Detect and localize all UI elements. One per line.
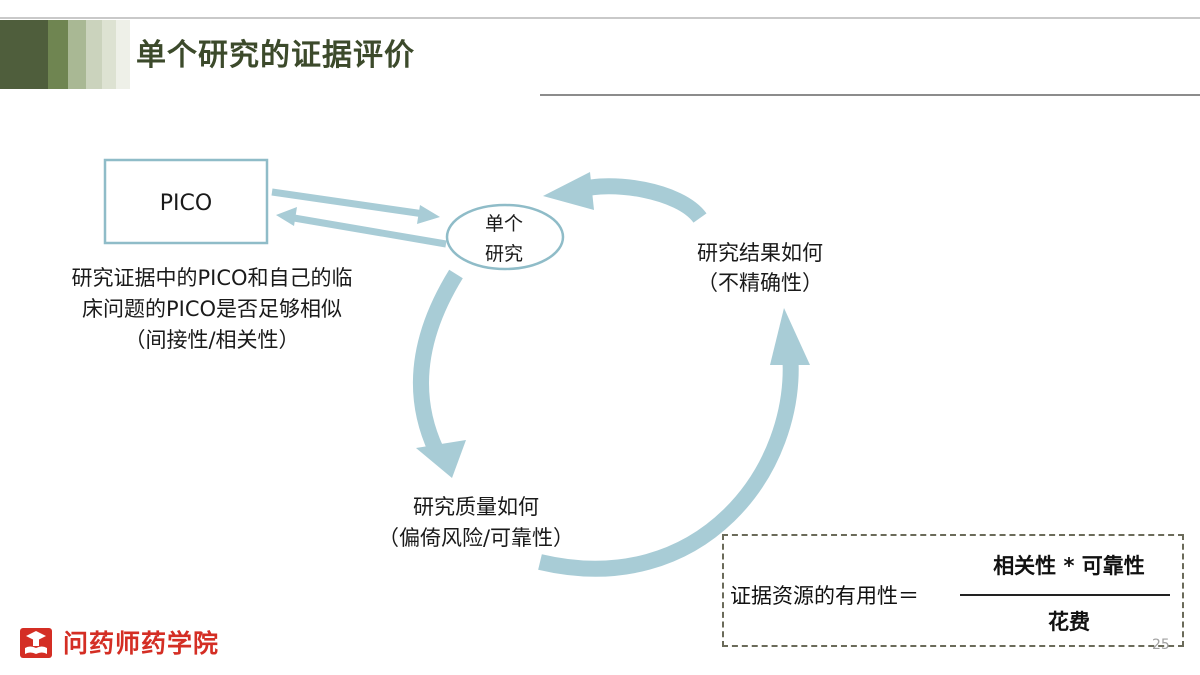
formula-fraction-bar <box>960 594 1170 596</box>
header-color-band <box>0 20 130 89</box>
quality-to-result-arrow <box>538 308 810 577</box>
pico-to-study-arrow <box>271 188 440 224</box>
result-to-study-arrow <box>543 172 707 224</box>
quality-label-line1: 研究质量如何 <box>413 495 539 519</box>
page-title: 单个研究的证据评价 <box>136 38 415 73</box>
quality-label-line2: （偏倚风险/可靠性） <box>378 526 574 550</box>
brand-logo-text: 问药师药学院 <box>63 629 220 658</box>
study-to-pico-arrow <box>276 207 447 248</box>
formula-denominator: 花费 <box>1048 610 1090 634</box>
pico-box <box>103 158 269 245</box>
result-label-line1: 研究结果如何 <box>697 241 823 265</box>
brand-logo: 问药师药学院 <box>17 624 219 660</box>
study-to-quality-arrow <box>413 269 466 478</box>
page-number: 25 <box>1152 637 1170 653</box>
single-study-node <box>445 203 565 271</box>
single-study-label-line1: 单个 <box>485 213 523 235</box>
pico-note-line3: （间接性/相关性） <box>124 328 299 352</box>
formula-left-text: 证据资源的有用性＝ <box>730 584 919 608</box>
header-underline <box>540 94 1200 96</box>
formula-numerator: 相关性 * 可靠性 <box>993 554 1145 578</box>
result-label-line2: （不精确性） <box>697 271 823 295</box>
pico-box-label: PICO <box>160 191 212 216</box>
pico-note-line1: 研究证据中的PICO和自己的临 <box>71 266 352 290</box>
usefulness-formula-box: 证据资源的有用性＝ 相关性 * 可靠性 花费 <box>722 534 1184 647</box>
header-top-line <box>0 17 1200 19</box>
academy-logo-icon <box>20 628 52 658</box>
single-study-label-line2: 研究 <box>485 243 523 265</box>
pico-note-line2: 床问题的PICO是否足够相似 <box>82 297 342 321</box>
